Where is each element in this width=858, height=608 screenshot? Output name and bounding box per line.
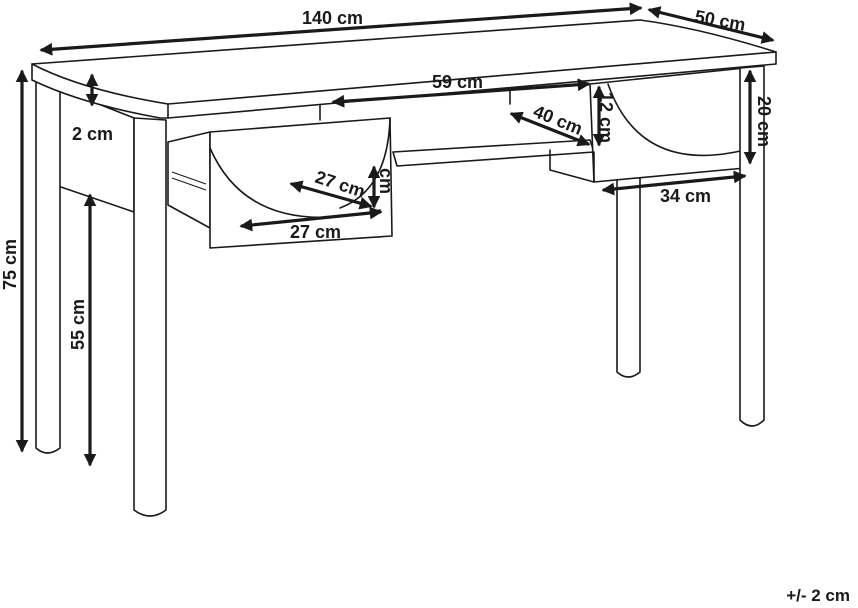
right-drawer-side: [549, 149, 595, 183]
label-drawer-side: cm: [376, 168, 396, 194]
right-drawer-arc: [607, 83, 746, 157]
front-middle-leg: [133, 117, 167, 517]
label-depth: 50 cm: [693, 6, 747, 35]
dim-shelf-depth-line: [509, 111, 591, 147]
label-drawer-height: 20 cm: [754, 96, 774, 147]
tolerance-note: +/- 2 cm: [786, 586, 850, 605]
dim-drawer-width-right-line: [601, 170, 747, 196]
dim-drawer-depth-line: [289, 180, 373, 210]
label-shelf-width: 59 cm: [432, 72, 483, 92]
dim-depth-line: [647, 6, 775, 44]
drawer-runner: [171, 171, 207, 191]
label-top-thickness: 2 cm: [72, 124, 113, 144]
front-legs: [35, 65, 765, 517]
label-clearance: 55 cm: [68, 299, 88, 350]
dim-shelf-width-line: [331, 78, 591, 108]
label-drawer-width-right: 34 cm: [660, 186, 711, 206]
back-right-leg: [616, 169, 641, 378]
dimension-lines: [15, 2, 775, 467]
front-left-leg: [35, 81, 61, 454]
dim-width-line: [39, 2, 643, 56]
label-shelf-height: 12 cm: [596, 92, 616, 143]
label-total-height: 75 cm: [0, 239, 20, 290]
back-legs: [616, 169, 641, 378]
desk-body: [57, 67, 746, 223]
label-drawer-width-left: 27 cm: [290, 222, 341, 242]
dim-drawer-width-left-line: [239, 206, 383, 232]
drawer-left-side: [167, 131, 211, 229]
label-width: 140 cm: [302, 8, 363, 28]
middle-shelf: [392, 139, 595, 167]
